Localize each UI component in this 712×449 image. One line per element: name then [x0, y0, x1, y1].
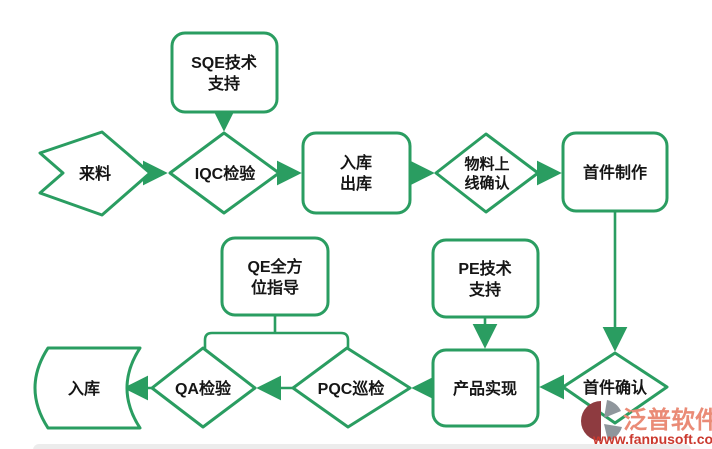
- storage-label: 入库: [68, 379, 100, 398]
- bottom-strip: [33, 444, 691, 449]
- qe-label: QE全方位指导: [247, 257, 302, 297]
- node-first-article-confirm: 首件确认: [561, 351, 669, 425]
- firstconfirm-label: 首件确认: [583, 378, 648, 397]
- node-storage-in: 入库: [33, 346, 142, 430]
- pe-label: PE技术支持: [458, 259, 511, 299]
- storage-stored-data-shape: [33, 346, 142, 430]
- watermark-brand-text: 泛普软件: [623, 406, 712, 434]
- pqc-label: PQC巡检: [318, 379, 385, 398]
- sqe-label: SQE技术支持: [191, 53, 257, 93]
- firstconfirm-diamond-shape: [561, 351, 669, 425]
- logo-gray-wedge-bottom: [604, 424, 622, 441]
- iqc-label: IQC检验: [195, 164, 256, 183]
- firstmake-box-shape: [561, 131, 669, 213]
- product-label: 产品实现: [453, 379, 517, 398]
- node-iqc-inspection: IQC检验: [168, 131, 281, 215]
- sqe-box-shape: [170, 31, 279, 114]
- qe-box-shape: [220, 236, 330, 317]
- warehouseio-box-shape: [301, 131, 412, 215]
- pqc-diamond-shape: [291, 346, 412, 429]
- warehouseio-label: 入库出库: [340, 153, 372, 193]
- material-label: 物料上线确认: [464, 155, 510, 192]
- watermark: 泛普软件 www.fanpusoft.com: [581, 400, 712, 447]
- node-qe-guidance: QE全方位指导: [220, 236, 330, 317]
- fanpu-logo-icon: [581, 400, 622, 441]
- qa-label: QA检验: [175, 379, 232, 398]
- material-diamond-shape: [434, 132, 540, 214]
- logo-gray-wedge-top: [604, 400, 621, 418]
- node-first-article-make: 首件制作: [561, 131, 669, 213]
- iqc-diamond-shape: [168, 131, 281, 215]
- node-pqc-patrol: PQC巡检: [291, 346, 412, 429]
- node-product-realization: 产品实现: [431, 348, 540, 428]
- pe-box-shape: [431, 238, 540, 319]
- node-pe-support: PE技术支持: [431, 238, 540, 319]
- logo-dark-wedge: [581, 401, 601, 441]
- qa-diamond-shape: [150, 346, 257, 429]
- watermark-url-text: www.fanpusoft.com: [592, 431, 712, 447]
- product-box-shape: [431, 348, 540, 428]
- node-incoming-material: 来料: [38, 130, 152, 217]
- firstmake-label: 首件制作: [583, 163, 647, 182]
- incoming-arrow-shape: [38, 130, 152, 217]
- node-qa-inspection: QA检验: [150, 346, 257, 429]
- node-sqe-support: SQE技术支持: [170, 31, 279, 114]
- incoming-label: 来料: [78, 164, 111, 183]
- edge-qe-to-qa-pqc-bracket: [203, 315, 350, 350]
- node-material-online-confirm: 物料上线确认: [434, 132, 540, 214]
- node-warehouse-in-out: 入库出库: [301, 131, 412, 215]
